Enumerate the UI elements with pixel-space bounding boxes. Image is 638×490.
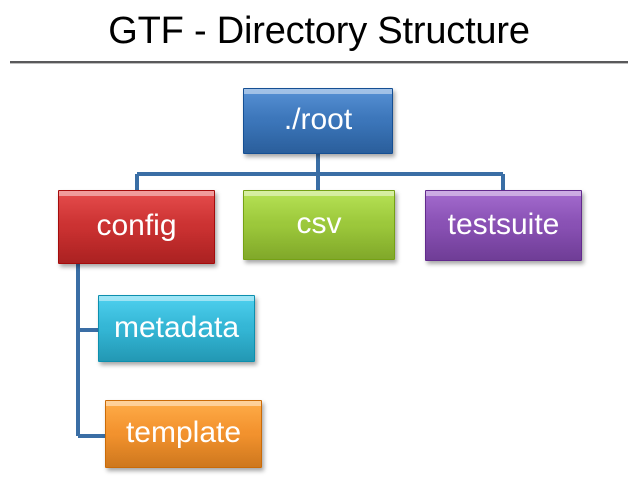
node-config-label: config (96, 209, 177, 242)
node-root[interactable]: ./root (243, 88, 393, 154)
node-csv[interactable]: csv (243, 190, 395, 260)
node-root-label: ./root (283, 103, 353, 136)
title-divider (10, 61, 628, 64)
node-template-label: template (125, 416, 242, 449)
title-area: GTF - Directory Structure (0, 4, 638, 62)
node-testsuite-label: testsuite (447, 207, 560, 241)
node-testsuite[interactable]: testsuite (425, 190, 582, 261)
node-config[interactable]: config (58, 190, 215, 264)
node-csv-label: csv (296, 207, 342, 240)
node-metadata[interactable]: metadata (98, 295, 255, 362)
node-template[interactable]: template (105, 400, 262, 468)
page-title: GTF - Directory Structure (108, 10, 530, 52)
node-metadata-label: metadata (113, 310, 240, 344)
